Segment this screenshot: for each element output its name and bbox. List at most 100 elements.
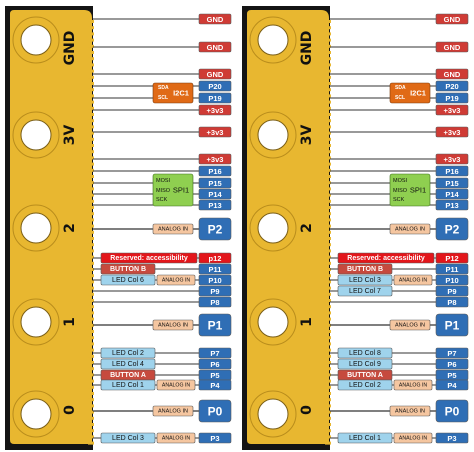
pin-box-p12 <box>435 252 469 264</box>
connector-finger <box>88 144 94 147</box>
connector-finger <box>88 137 94 141</box>
connector-finger <box>325 32 331 36</box>
pin-label-p6: P6 <box>210 360 219 369</box>
big-pin-box-p1 <box>198 313 232 337</box>
pin-box-gnd3 <box>198 68 232 80</box>
connector-finger <box>88 392 94 395</box>
connector-finger <box>88 317 94 321</box>
connector-finger <box>325 224 331 228</box>
led-col-p6-label: LED Col 4 <box>112 361 144 368</box>
pin-box-p15 <box>198 177 232 189</box>
ring-hole <box>20 119 52 151</box>
led-col-p6-label: LED Col 9 <box>349 361 381 368</box>
analog-in-p2-box <box>389 223 431 235</box>
connector-finger <box>325 330 331 333</box>
connector-finger <box>88 32 94 36</box>
spi-sck-label: SCK <box>393 197 405 203</box>
connector-finger <box>88 348 94 352</box>
pin-box-p13 <box>198 199 232 211</box>
connector-finger <box>325 336 331 340</box>
connector-finger <box>88 237 94 240</box>
spi-mosi-label: MOSI <box>156 178 171 184</box>
edge-label-0: 0 <box>299 405 315 415</box>
connector-finger <box>88 224 94 228</box>
big-pin-label-p0: P0 <box>208 405 223 419</box>
edge-label-2: 2 <box>62 223 78 233</box>
pin-label-p7: P7 <box>447 349 456 358</box>
i2c-box <box>389 82 431 104</box>
connector-finger <box>325 137 331 141</box>
pin-label-v33b: +3v3 <box>207 128 224 137</box>
connector-finger <box>88 423 94 426</box>
connector-finger <box>325 286 331 290</box>
connector-finger <box>88 162 94 166</box>
analog-in-p2-label: ANALOG IN <box>395 226 425 232</box>
pin-label-p9: P9 <box>210 287 219 296</box>
connector-finger <box>88 82 94 85</box>
pin-box-gnd2 <box>198 41 232 53</box>
connector-finger <box>88 94 94 98</box>
connector-finger <box>88 274 94 278</box>
connector-finger <box>88 51 94 54</box>
connector-finger <box>325 199 331 203</box>
spi-box <box>389 173 431 207</box>
analog-in-p3-label: ANALOG IN <box>399 435 428 441</box>
connector-finger <box>88 212 94 216</box>
connector-finger <box>88 243 94 247</box>
pin-box-p19 <box>435 92 469 104</box>
pin-box-p10 <box>198 274 232 286</box>
connector-finger <box>88 199 94 203</box>
pin-label-p12: P12 <box>445 254 458 263</box>
pin-box-v33b <box>435 126 469 138</box>
edge-label-gnd: GND <box>299 31 315 66</box>
analog-in-p2-box <box>152 223 194 235</box>
connector-finger <box>325 44 331 48</box>
i2c-title: I2C1 <box>173 89 189 98</box>
led-col-p3-label: LED Col 3 <box>112 435 144 442</box>
big-pin-box-p2 <box>435 217 469 241</box>
reserved-accessibility-box <box>100 252 198 264</box>
connector-finger <box>88 342 94 346</box>
pin-box-v33c <box>198 153 232 165</box>
pin-label-p16: P16 <box>208 167 221 176</box>
pin-box-p9 <box>435 285 469 297</box>
pin-label-p12: p12 <box>209 254 222 263</box>
connector-finger <box>88 181 94 185</box>
pin-box-p10 <box>435 274 469 286</box>
connector-finger <box>325 63 331 67</box>
pin-label-p3: P3 <box>210 434 219 443</box>
connector-finger <box>325 255 331 259</box>
pin-box-p9 <box>198 285 232 297</box>
led-col-p10-label: LED Col 3 <box>349 277 381 284</box>
connector-finger <box>325 187 331 191</box>
connector-finger <box>325 261 331 265</box>
pin-label-p11: P11 <box>209 265 222 274</box>
pin-box-p14 <box>198 188 232 200</box>
connector-finger <box>88 299 94 302</box>
spi-title: SPI1 <box>173 186 189 195</box>
pin-box-p4 <box>435 379 469 391</box>
connector-finger <box>88 336 94 340</box>
connector-finger <box>88 63 94 67</box>
connector-finger <box>325 181 331 185</box>
connector-finger <box>88 125 94 129</box>
pin-box-gnd2 <box>435 41 469 53</box>
connector-finger <box>88 175 94 178</box>
pin-box-p11 <box>198 263 232 275</box>
led-col-p10-box <box>337 274 393 286</box>
led-col-p4-box <box>337 379 393 391</box>
connector-finger <box>325 193 331 197</box>
pin-box-p13 <box>435 199 469 211</box>
connector-finger <box>325 249 331 253</box>
connector-finger <box>88 255 94 259</box>
pin-label-p5: P5 <box>447 371 456 380</box>
ring-hole <box>257 306 289 338</box>
connector-finger <box>325 361 331 364</box>
pin-box-p4 <box>198 379 232 391</box>
connector-finger <box>88 354 94 358</box>
connector-finger <box>325 113 331 116</box>
connector-finger <box>325 150 331 154</box>
analog-in-p0-label: ANALOG IN <box>158 408 188 414</box>
connector-finger <box>88 385 94 389</box>
